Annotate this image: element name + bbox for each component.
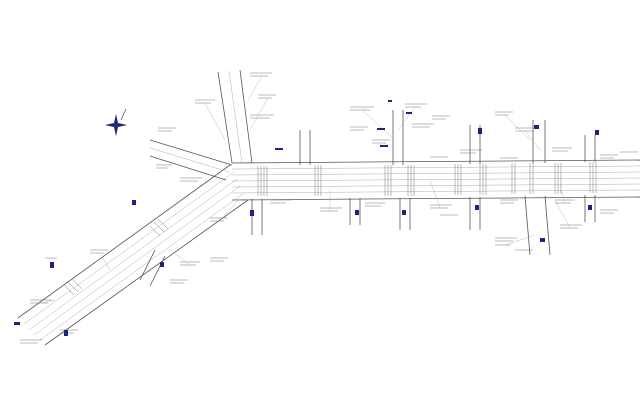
traffic-sign-markers [14, 100, 599, 336]
side-street-west [149, 139, 233, 181]
main-road-southwest-segment [17, 164, 249, 346]
side-streets-south [139, 195, 596, 287]
crosswalk-markings [63, 162, 597, 296]
side-street-north-west [217, 69, 253, 164]
main-road-east-segment [231, 159, 640, 201]
annotation-callouts [20, 72, 638, 344]
north-arrow-icon [105, 108, 127, 136]
